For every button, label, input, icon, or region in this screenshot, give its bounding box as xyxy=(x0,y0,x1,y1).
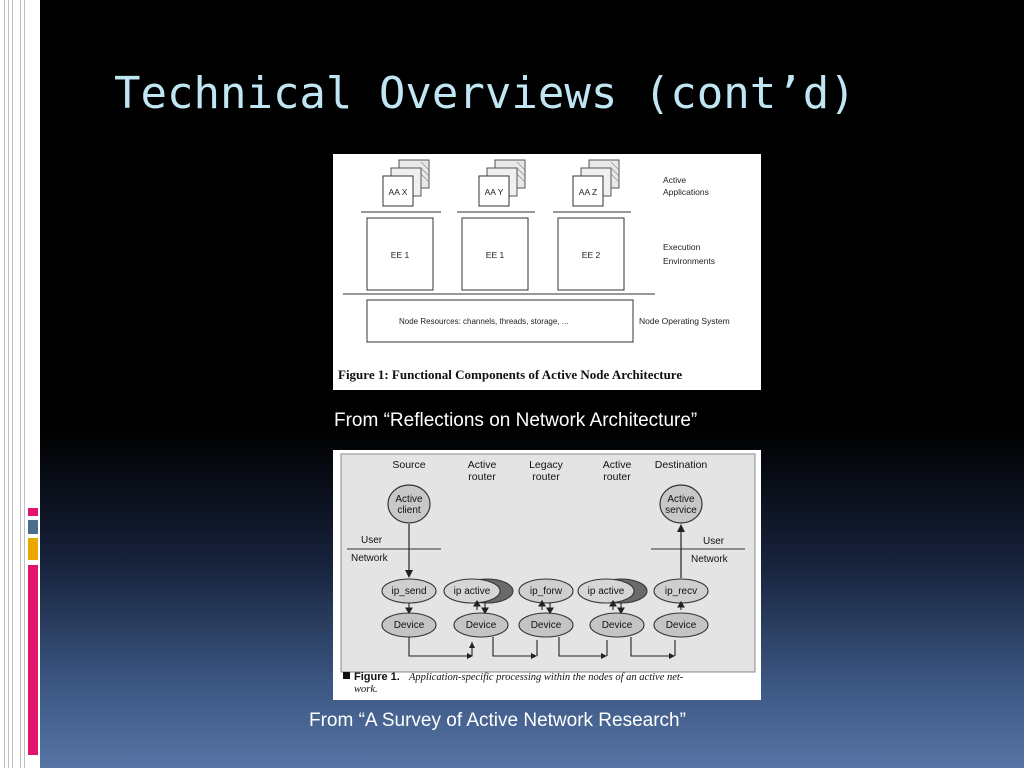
label-applications: Applications xyxy=(663,187,709,197)
ee-label: EE 2 xyxy=(582,250,601,260)
left-decorative-strip xyxy=(0,0,40,768)
col-destination: Destination xyxy=(655,459,708,471)
accent-bar-blue xyxy=(28,520,38,534)
active-client-node xyxy=(387,484,431,524)
figure2-caption-bold: Figure 1. xyxy=(354,671,400,683)
app-stack-x: AA X xyxy=(382,159,430,207)
ee-label: EE 1 xyxy=(486,250,505,260)
device-links xyxy=(408,637,671,657)
active-client-label: client xyxy=(397,505,421,516)
ip-node-label: ip_send xyxy=(391,586,426,597)
device-label: Device xyxy=(531,620,562,631)
strip-line xyxy=(8,0,9,768)
ee-box xyxy=(557,217,625,291)
strip-line xyxy=(24,0,25,768)
ip-node-label: ip active xyxy=(454,586,491,597)
figure2-caption-line2: work. xyxy=(354,684,378,695)
active-service-label: service xyxy=(665,505,697,516)
device-label: Device xyxy=(394,620,425,631)
figure-active-node-architecture: AA X AA Y AA Z Active Applications EE 1 xyxy=(333,154,761,390)
app-label: AA X xyxy=(389,187,408,197)
accent-bar-pink-long xyxy=(28,565,38,755)
ee-box xyxy=(461,217,529,291)
label-environments: Environments xyxy=(663,256,715,266)
col-legacy-router: router xyxy=(532,471,560,483)
ip-active-node xyxy=(443,578,501,604)
source-caption-2: From “A Survey of Active Network Researc… xyxy=(309,710,686,731)
ip-forw-node xyxy=(518,578,574,604)
figure-caption: Figure 1: Functional Components of Activ… xyxy=(338,367,682,382)
col-active-router: router xyxy=(468,471,496,483)
vertical-arrows xyxy=(405,599,685,615)
source-caption-1: From “Reflections on Network Architectur… xyxy=(334,410,698,431)
device-node xyxy=(589,612,645,638)
user-label-left: User xyxy=(361,535,383,546)
user-label-right: User xyxy=(703,536,725,547)
device-label: Device xyxy=(602,620,633,631)
active-client-label: Active xyxy=(395,494,423,505)
ip-node-label: ip_forw xyxy=(530,586,563,597)
node-resources-box xyxy=(366,299,634,343)
ip-node-label: ip active xyxy=(588,586,625,597)
device-node xyxy=(653,612,709,638)
device-node xyxy=(453,612,509,638)
network-label-left: Network xyxy=(351,553,389,564)
app-stack-y: AA Y xyxy=(478,159,526,207)
figure-active-network-nodes: Source Active router Legacy router Activ… xyxy=(333,450,761,700)
app-label: AA Z xyxy=(579,187,597,197)
accent-bar-yellow xyxy=(28,538,38,560)
col-active-router: Active xyxy=(468,459,497,471)
figure2-caption-line1: Application-specific processing within t… xyxy=(408,672,684,683)
device-label: Device xyxy=(466,620,497,631)
network-label-right: Network xyxy=(691,554,729,565)
strip-line xyxy=(20,0,21,768)
node-resources-label: Node Resources: channels, threads, stora… xyxy=(399,317,568,326)
ip-node-label: ip_recv xyxy=(665,586,697,597)
label-execution: Execution xyxy=(663,242,701,252)
caption-bullet xyxy=(343,672,350,679)
active-service-node xyxy=(659,484,703,524)
label-active: Active xyxy=(663,175,686,185)
node-os-label: Node Operating System xyxy=(639,316,730,326)
col-active-router: router xyxy=(603,471,631,483)
device-label: Device xyxy=(666,620,697,631)
active-network-diagram: Source Active router Legacy router Activ… xyxy=(340,453,756,695)
strip-line xyxy=(4,0,5,768)
active-service-label: Active xyxy=(667,494,695,505)
device-node xyxy=(518,612,574,638)
col-source: Source xyxy=(392,459,425,471)
accent-bar-pink xyxy=(28,508,38,516)
ip-active-node xyxy=(577,578,635,604)
ee-box xyxy=(366,217,434,291)
ee-label: EE 1 xyxy=(391,250,410,260)
col-active-router: Active xyxy=(603,459,632,471)
app-stack-z: AA Z xyxy=(572,159,620,207)
slide-title: Technical Overviews (cont’d) xyxy=(114,68,856,119)
app-label: AA Y xyxy=(485,187,504,197)
col-legacy-router: Legacy xyxy=(529,459,564,471)
architecture-diagram: AA X AA Y AA Z Active Applications EE 1 xyxy=(338,159,730,382)
strip-line xyxy=(12,0,13,768)
